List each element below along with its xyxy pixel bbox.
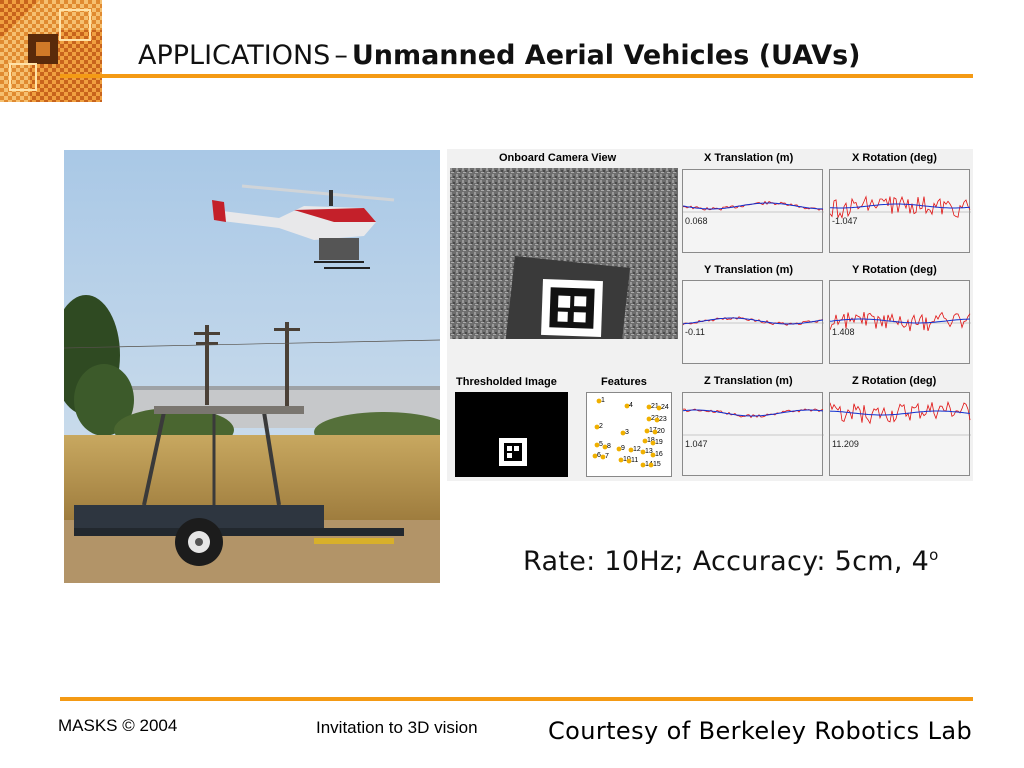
feature-point [648, 462, 654, 468]
plot-x-rotation: -1.047 [829, 169, 971, 253]
footer-rule [60, 697, 973, 701]
feature-point [650, 452, 656, 458]
feature-number: 15 [653, 461, 661, 468]
footer-courtesy: Courtesy of Berkeley Robotics Lab [548, 717, 973, 745]
feature-point [616, 446, 622, 452]
feature-point [626, 458, 632, 464]
feature-number: 7 [605, 453, 609, 460]
tracking-results-panel: Onboard Camera View Thresholded Image Fe… [447, 149, 973, 481]
feature-number: 20 [657, 428, 665, 435]
estimated-trace [683, 409, 824, 417]
thresholded-image [455, 392, 568, 477]
feature-number: 23 [659, 416, 667, 423]
plot-y-rotation: 1.408 [829, 280, 971, 364]
feature-point [620, 430, 626, 436]
measured-trace [830, 311, 971, 332]
feature-number: 5 [599, 441, 603, 448]
features-image: 142124222323172058912181967101113161415 [586, 392, 672, 477]
feature-number: 19 [655, 439, 663, 446]
onboard-camera-image [450, 168, 678, 339]
feature-number: 11 [631, 457, 638, 464]
thresholded-label: Thresholded Image [456, 376, 557, 388]
feature-number: 4 [629, 402, 633, 409]
feature-number: 17 [649, 427, 657, 434]
feature-point [652, 429, 658, 435]
stats-degree: o [929, 546, 939, 564]
feature-number: 1 [601, 397, 605, 404]
measured-trace [683, 408, 824, 419]
feature-point [618, 457, 624, 463]
feature-number: 10 [623, 456, 631, 463]
feature-number: 13 [645, 448, 653, 455]
feature-point [594, 424, 600, 430]
feature-point [592, 453, 598, 459]
feature-point [642, 438, 648, 444]
feature-point [650, 440, 656, 446]
feature-point [640, 449, 646, 455]
header-rule [60, 74, 973, 78]
feature-point [644, 428, 650, 434]
helicopter-photo [64, 150, 440, 583]
plot-value-z-translation: 1.047 [685, 439, 708, 449]
feature-number: 22 [651, 415, 659, 422]
plot-y-translation: -0.11 [682, 280, 824, 364]
plot-x-translation: 0.068 [682, 169, 824, 253]
rate-accuracy-text: Rate: 10Hz; Accuracy: 5cm, 4o [523, 546, 939, 577]
feature-number: 12 [633, 446, 641, 453]
feature-point [596, 398, 602, 404]
plot-label-x-rotation: X Rotation (deg) [852, 152, 937, 164]
plot-label-x-translation: X Translation (m) [704, 152, 794, 164]
feature-number: 16 [655, 451, 663, 458]
title-prefix: APPLICATIONS [138, 40, 331, 71]
plot-label-z-translation: Z Translation (m) [704, 375, 793, 387]
title-dash: – [334, 40, 348, 71]
features-label: Features [601, 376, 647, 388]
feature-number: 18 [647, 437, 655, 444]
feature-point [654, 417, 660, 423]
measured-trace [830, 400, 971, 425]
feature-number: 2 [599, 423, 603, 430]
plot-value-x-rotation: -1.047 [832, 216, 858, 226]
feature-number: 6 [597, 452, 601, 459]
estimated-trace [683, 202, 824, 210]
footer-course: Invitation to 3D vision [316, 718, 478, 737]
feature-point [600, 454, 606, 460]
feature-point [624, 403, 630, 409]
feature-point [646, 404, 652, 410]
feature-point [640, 462, 646, 468]
estimated-trace [830, 410, 971, 416]
plot-value-y-rotation: 1.408 [832, 327, 855, 337]
measured-trace [830, 195, 971, 219]
feature-point [602, 444, 608, 450]
feature-point [628, 447, 634, 453]
feature-number: 3 [625, 429, 629, 436]
plot-label-y-rotation: Y Rotation (deg) [852, 264, 937, 276]
estimated-trace [830, 318, 971, 324]
title-main: Unmanned Aerial Vehicles (UAVs) [351, 40, 861, 71]
feature-number: 8 [607, 443, 611, 450]
feature-point [594, 442, 600, 448]
plot-z-translation: 1.047 [682, 392, 824, 476]
plot-label-z-rotation: Z Rotation (deg) [852, 375, 937, 387]
plot-label-y-translation: Y Translation (m) [704, 264, 794, 276]
checker-logo-icon [0, 0, 102, 102]
feature-point [646, 416, 652, 422]
estimated-trace [683, 317, 824, 325]
plot-value-y-translation: -0.11 [685, 327, 705, 337]
feature-points: 142124222323172058912181967101113161415 [592, 397, 669, 468]
feature-point [656, 405, 662, 411]
footer-copyright: MASKS © 2004 [58, 716, 178, 735]
slide-title: APPLICATIONS–Unmanned Aerial Vehicles (U… [138, 40, 861, 71]
feature-number: 9 [621, 445, 625, 452]
camera-view-label: Onboard Camera View [499, 152, 617, 164]
plot-value-z-rotation: 11.209 [832, 439, 859, 449]
feature-number: 21 [651, 403, 659, 410]
plot-value-x-translation: 0.068 [685, 216, 708, 226]
plot-z-rotation: 11.209 [829, 392, 971, 476]
stats-main: Rate: 10Hz; Accuracy: 5cm, 4 [523, 546, 930, 577]
feature-number: 24 [661, 404, 669, 411]
estimated-trace [830, 203, 971, 209]
